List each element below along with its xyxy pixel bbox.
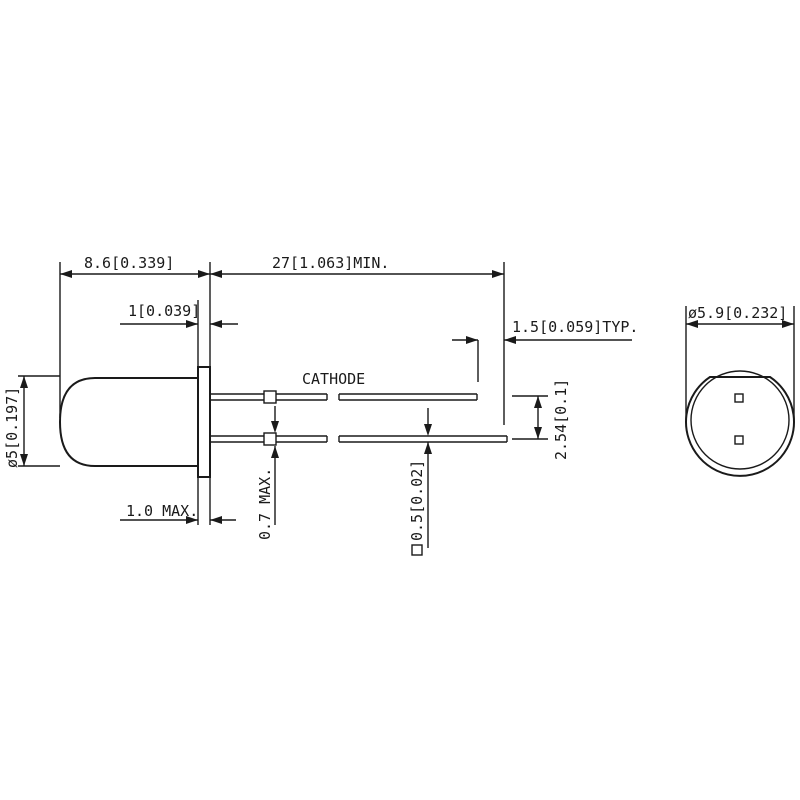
- square-symbol-icon: [411, 544, 423, 556]
- label-lead-square: 0.5[0.02]: [408, 460, 426, 541]
- lens-dome: [58, 377, 199, 467]
- label-cathode: CATHODE: [302, 370, 365, 388]
- led-end-view: [685, 306, 795, 477]
- flange: [197, 366, 211, 478]
- dimension-lens-length: [60, 270, 210, 278]
- extension-lines: [18, 262, 548, 525]
- label-flange-max: 1.0 MAX.: [126, 502, 198, 520]
- flange-outline: [685, 376, 795, 477]
- dimension-flange-max: [120, 516, 236, 524]
- lead-anode-square: [734, 393, 744, 403]
- label-lead-spacing: 2.54[0.1]: [552, 379, 570, 460]
- dimension-lead-square: [424, 408, 432, 548]
- label-flange-diameter: ø5.9[0.232]: [688, 304, 787, 322]
- body-outline: [690, 370, 790, 470]
- dimension-body-diameter: [20, 376, 28, 466]
- lead-cathode-square: [734, 435, 744, 445]
- dimension-lead-step: [452, 336, 632, 344]
- lead-lower: [210, 432, 508, 446]
- dimension-kink-max: [271, 406, 279, 458]
- label-lead-length: 27[1.063]MIN.: [272, 254, 389, 272]
- label-lead-square-group: 0.5[0.02]: [408, 460, 426, 556]
- label-kink-max: 0.7 MAX.: [256, 468, 274, 540]
- dimension-lead-spacing: [534, 396, 542, 439]
- dimension-flange-thickness: [120, 320, 238, 328]
- dimension-lead-length: [210, 270, 504, 278]
- label-flange-thickness: 1[0.039]: [128, 302, 200, 320]
- led-side-view: [58, 366, 508, 478]
- lead-upper: [210, 390, 478, 404]
- label-lead-step: 1.5[0.059]TYP.: [512, 318, 638, 336]
- label-lens-length: 8.6[0.339]: [84, 254, 174, 272]
- label-body-diameter: ø5[0.197]: [3, 387, 21, 468]
